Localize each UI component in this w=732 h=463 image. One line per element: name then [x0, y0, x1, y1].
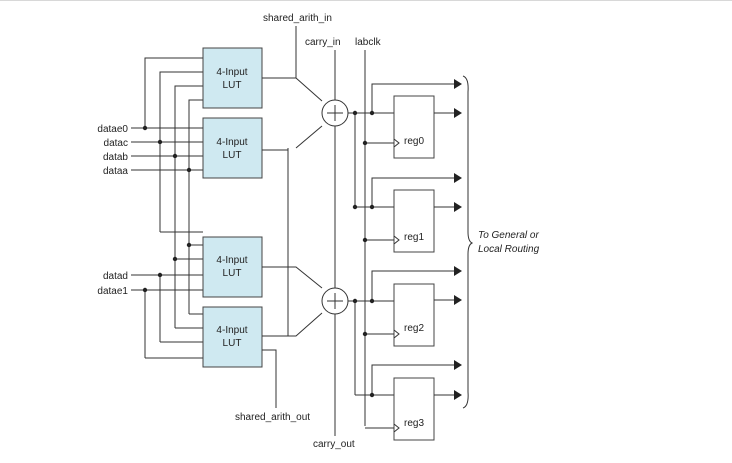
labclk-label: labclk	[355, 37, 382, 48]
lut-output-wires	[262, 77, 323, 337]
register-0-label: reg0	[404, 136, 424, 147]
register-3-label: reg3	[404, 418, 424, 429]
register-0: reg0	[393, 95, 435, 159]
routing-brace	[462, 75, 474, 409]
carry-out-label: carry_out	[313, 439, 355, 450]
adder-output-wires	[348, 112, 394, 396]
lut-2-line2: LUT	[223, 268, 242, 279]
lut-3-line1: 4-Input	[216, 325, 247, 336]
lut-3-line2: LUT	[223, 338, 242, 349]
input-wires	[131, 127, 203, 291]
shared-arith-out-wire	[262, 349, 277, 408]
input-label-datad: datad	[103, 271, 128, 282]
input-label-datac: datac	[104, 138, 128, 149]
arrowheads	[454, 79, 462, 400]
carry-in-label: carry_in	[305, 37, 341, 48]
register-2-label: reg2	[404, 323, 424, 334]
register-1-label: reg1	[404, 232, 424, 243]
shared-arith-out-label: shared_arith_out	[235, 412, 310, 423]
lut-0-line2: LUT	[223, 80, 242, 91]
clock-taps	[362, 140, 394, 429]
lut-0: 4-Input LUT	[202, 47, 263, 109]
input-bus	[144, 57, 203, 359]
routing-label-line1: To General or	[478, 230, 539, 241]
input-junctions	[142, 125, 192, 293]
routing-wires	[352, 83, 456, 398]
lut-2-line1: 4-Input	[216, 255, 247, 266]
input-label-datae1: datae1	[97, 286, 128, 297]
lut-2: 4-Input LUT	[202, 236, 263, 298]
lut-1: 4-Input LUT	[202, 117, 263, 179]
input-label-datae0: datae0	[97, 124, 128, 135]
input-label-datab: datab	[103, 152, 128, 163]
lut-1-line2: LUT	[223, 150, 242, 161]
routing-label-line2: Local Routing	[478, 244, 540, 255]
lut-0-line1: 4-Input	[216, 67, 247, 78]
register-2: reg2	[393, 283, 435, 347]
adder-top	[321, 99, 349, 127]
register-3: reg3	[393, 377, 435, 441]
lut-3: 4-Input LUT	[202, 306, 263, 368]
shared-arith-in-label: shared_arith_in	[263, 13, 332, 24]
register-1: reg1	[393, 189, 435, 253]
lut-1-line1: 4-Input	[216, 137, 247, 148]
adder-bottom	[321, 287, 349, 315]
input-label-dataa: dataa	[103, 166, 128, 177]
